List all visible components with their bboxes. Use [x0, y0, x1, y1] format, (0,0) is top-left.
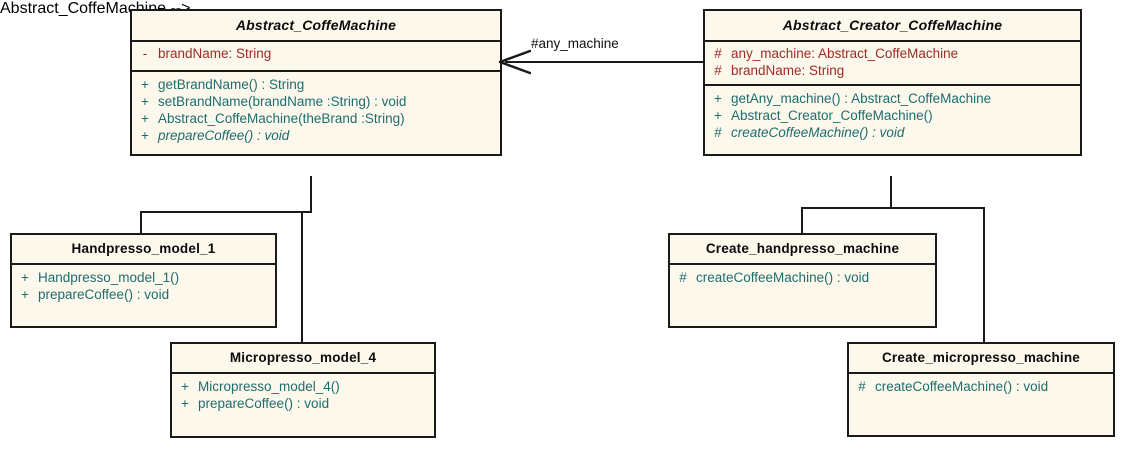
class-name-create-handpresso-machine: Create_handpresso_machine	[705, 241, 900, 256]
operation-signature: setBrandName(brandName :String) : void	[158, 94, 407, 109]
operation-row: + Handpresso_model_1()	[12, 269, 275, 286]
attribute-row: - brandName: String	[132, 45, 500, 62]
class-name-create-micropresso-machine: Create_micropresso_machine	[881, 350, 1081, 365]
attributes-compartment-abstract-creator-coffe-machine: # any_machine: Abstract_CoffeMachine # b…	[705, 40, 1080, 84]
visibility-marker: #	[714, 46, 722, 61]
operation-row: + Abstract_Creator_CoffeMachine()	[705, 107, 1080, 124]
operation-row: + prepareCoffee() : void	[172, 395, 434, 412]
visibility-marker: +	[181, 396, 189, 411]
visibility-marker: -	[142, 46, 148, 61]
operations-compartment-abstract-creator-coffe-machine: + getAny_machine() : Abstract_CoffeMachi…	[705, 84, 1080, 147]
operation-row: + Micropresso_model_4()	[172, 378, 434, 395]
visibility-marker: #	[858, 379, 866, 394]
class-name-abstract-creator-coffe-machine: Abstract_Creator_CoffeMachine	[782, 17, 1003, 33]
visibility-marker: +	[21, 270, 29, 285]
visibility-marker: #	[714, 125, 722, 140]
class-box-micropresso-model-4[interactable]: Micropresso_model_4 + Micropresso_model_…	[170, 342, 436, 438]
generalization-branch-left	[140, 211, 312, 213]
association-label-any-machine: #any_machine	[531, 36, 619, 51]
attribute-row: # any_machine: Abstract_CoffeMachine	[705, 45, 1080, 62]
class-box-abstract-creator-coffe-machine[interactable]: Abstract_Creator_CoffeMachine # any_mach…	[703, 9, 1082, 156]
attribute-row: # brandName: String	[705, 62, 1080, 79]
class-box-handpresso-model-1[interactable]: Handpresso_model_1 + Handpresso_model_1(…	[10, 233, 277, 328]
operation-signature: createCoffeeMachine() : void	[696, 270, 870, 285]
operation-signature: getAny_machine() : Abstract_CoffeMachine	[731, 91, 992, 106]
attribute-signature: brandName: String	[731, 63, 845, 78]
class-box-create-micropresso-machine[interactable]: Create_micropresso_machine # createCoffe…	[847, 342, 1115, 437]
generalization-branch-right	[801, 207, 985, 209]
operation-row: + setBrandName(brandName :String) : void	[132, 93, 500, 110]
visibility-marker: +	[141, 111, 149, 126]
visibility-marker: #	[714, 63, 722, 78]
operation-row: # createCoffeeMachine() : void	[705, 124, 1080, 141]
visibility-marker: #	[679, 270, 687, 285]
visibility-marker: +	[714, 91, 722, 106]
visibility-marker: +	[141, 77, 149, 92]
generalization-stem-left	[310, 176, 312, 213]
visibility-marker: +	[714, 108, 722, 123]
visibility-marker: +	[181, 379, 189, 394]
operation-signature: prepareCoffee() : void	[38, 287, 170, 302]
generalization-stem-right	[890, 176, 892, 209]
operation-signature: prepareCoffee() : void	[158, 128, 290, 143]
attribute-signature: any_machine: Abstract_CoffeMachine	[731, 46, 959, 61]
operation-signature: getBrandName() : String	[158, 77, 305, 92]
operation-signature: createCoffeeMachine() : void	[875, 379, 1049, 394]
association-arrowhead-icon	[498, 49, 531, 75]
generalization-drop-create-micropresso	[983, 207, 985, 343]
operations-compartment-handpresso-model-1: + Handpresso_model_1() + prepareCoffee()…	[12, 263, 275, 309]
class-name-abstract-coffe-machine: Abstract_CoffeMachine	[235, 17, 397, 33]
operation-signature: Micropresso_model_4()	[198, 379, 340, 394]
operations-compartment-create-handpresso-machine: # createCoffeeMachine() : void	[670, 263, 935, 292]
generalization-drop-micropresso	[301, 211, 303, 342]
operation-signature: Handpresso_model_1()	[38, 270, 180, 285]
class-box-create-handpresso-machine[interactable]: Create_handpresso_machine # createCoffee…	[668, 233, 937, 328]
operations-compartment-create-micropresso-machine: # createCoffeeMachine() : void	[849, 372, 1113, 401]
operation-row: # createCoffeeMachine() : void	[670, 269, 935, 286]
class-box-abstract-coffe-machine[interactable]: Abstract_CoffeMachine - brandName: Strin…	[130, 9, 502, 156]
association-line-any-machine	[505, 61, 704, 63]
operation-signature: prepareCoffee() : void	[198, 396, 330, 411]
generalization-drop-create-handpresso	[801, 207, 803, 234]
visibility-marker: +	[141, 128, 149, 143]
attribute-signature: brandName: String	[158, 46, 272, 61]
operation-signature: Abstract_Creator_CoffeMachine()	[731, 108, 933, 123]
visibility-marker: +	[141, 94, 149, 109]
class-name-handpresso-model-1: Handpresso_model_1	[71, 241, 216, 256]
attributes-compartment-abstract-coffe-machine: - brandName: String	[132, 40, 500, 70]
operation-row: # createCoffeeMachine() : void	[849, 378, 1113, 395]
operations-compartment-abstract-coffe-machine: + getBrandName() : String + setBrandName…	[132, 70, 500, 150]
operation-signature: createCoffeeMachine() : void	[731, 125, 905, 140]
operation-row: + getBrandName() : String	[132, 76, 500, 93]
operation-row: + prepareCoffee() : void	[12, 286, 275, 303]
class-name-micropresso-model-4: Micropresso_model_4	[229, 350, 377, 365]
operation-row: + prepareCoffee() : void	[132, 127, 500, 144]
visibility-marker: +	[21, 287, 29, 302]
operations-compartment-micropresso-model-4: + Micropresso_model_4() + prepareCoffee(…	[172, 372, 434, 418]
generalization-drop-handpresso	[140, 211, 142, 235]
operation-signature: Abstract_CoffeMachine(theBrand :String)	[158, 111, 405, 126]
operation-row: + Abstract_CoffeMachine(theBrand :String…	[132, 110, 500, 127]
operation-row: + getAny_machine() : Abstract_CoffeMachi…	[705, 90, 1080, 107]
